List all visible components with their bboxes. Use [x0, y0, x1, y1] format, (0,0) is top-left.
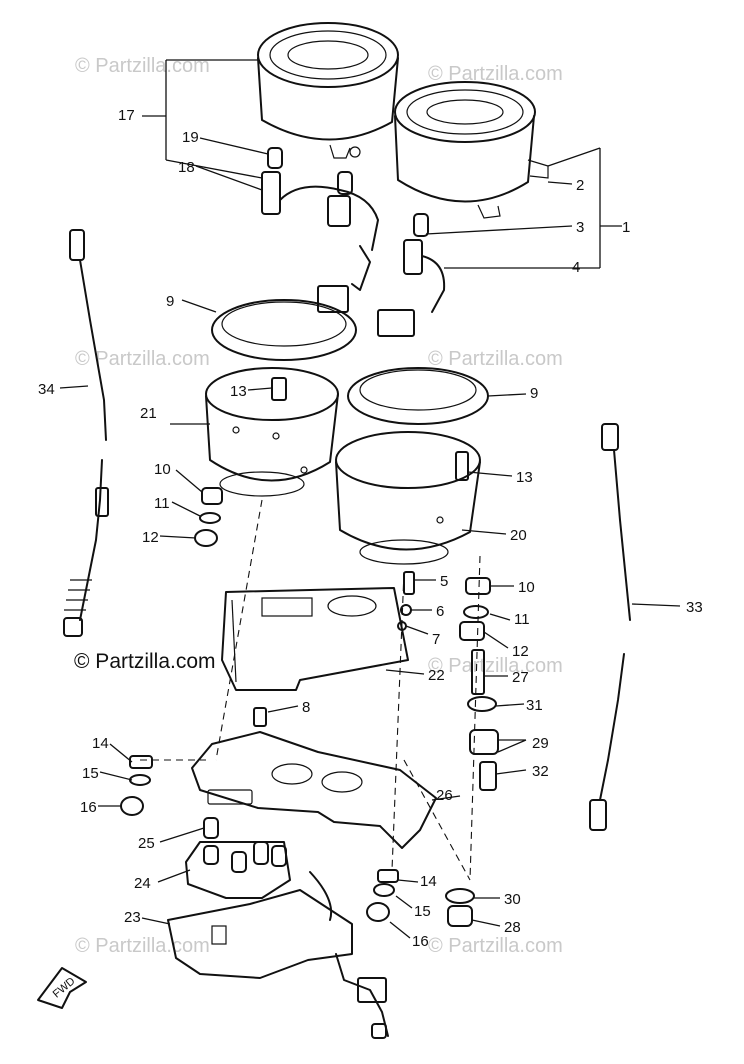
watermark: © Partzilla.com: [75, 348, 210, 370]
callout-2: 2: [576, 177, 584, 194]
callout-24: 24: [134, 875, 151, 892]
lower-right-grommets: [366, 869, 475, 927]
watermarks: © Partzilla.com © Partzilla.com © Partzi…: [75, 55, 563, 957]
watermark: © Partzilla.com: [428, 63, 563, 85]
watermark: © Partzilla.com: [75, 55, 210, 77]
gauge-bracket: [221, 587, 409, 691]
lower-left-grommets: [120, 755, 153, 816]
callout-26: 26: [436, 787, 453, 804]
callout-27: 27: [512, 669, 529, 686]
tachometer-gauge: [394, 81, 549, 219]
right-grommet-stack: [459, 577, 491, 641]
callouts: 1 2 3 4 5 6 7 8 9 9 10 10 11 11 12 12 13…: [38, 107, 703, 950]
tachometer-cable: [589, 423, 631, 831]
callout-33: 33: [686, 599, 703, 616]
tacho-bulb-sockets: [377, 213, 446, 337]
watermark: © Partzilla.com: [428, 655, 563, 677]
right-gauge-cover: [335, 367, 489, 565]
speedometer-gauge: [257, 22, 399, 159]
callout-5: 5: [440, 573, 448, 590]
assembly-guide-lines: [140, 499, 481, 881]
callout-14-left: 14: [92, 735, 109, 752]
callout-6: 6: [436, 603, 444, 620]
callout-4: 4: [572, 259, 580, 276]
callout-13-right: 13: [516, 469, 533, 486]
callout-18: 18: [178, 159, 195, 176]
callout-22: 22: [428, 667, 445, 684]
callout-11-left: 11: [154, 495, 170, 512]
callout-7: 7: [432, 631, 440, 648]
callout-10-right: 10: [518, 579, 535, 596]
callout-20: 20: [510, 527, 527, 544]
speedometer-cable: [63, 229, 109, 637]
bracket-fasteners: [397, 571, 415, 631]
speedo-bulb-sockets: [261, 147, 379, 313]
leader-lines: [59, 59, 681, 939]
callout-31: 31: [526, 697, 543, 714]
callout-14-right: 14: [420, 873, 437, 890]
callout-28: 28: [504, 919, 521, 936]
callout-19: 19: [182, 129, 199, 146]
left-grommet-stack: [194, 487, 223, 547]
copyright-label: © Partzilla.com: [74, 650, 216, 673]
indicator-plate: [191, 707, 437, 849]
callout-23: 23: [124, 909, 141, 926]
callout-11-right: 11: [514, 611, 530, 628]
callout-16-left: 16: [80, 799, 97, 816]
callout-12-left: 12: [142, 529, 159, 546]
watermark: © Partzilla.com: [428, 348, 563, 370]
callout-13-left: 13: [230, 383, 247, 400]
watermark: © Partzilla.com: [75, 935, 210, 957]
callout-8: 8: [302, 699, 310, 716]
callout-12-right: 12: [512, 643, 529, 660]
lower-cover: [167, 871, 389, 1039]
callout-9-right: 9: [530, 385, 538, 402]
callout-30: 30: [504, 891, 521, 908]
fwd-arrow-icon: FWD: [37, 967, 87, 1009]
callout-9-left: 9: [166, 293, 174, 310]
left-gauge-cover: [205, 299, 357, 497]
callout-15-right: 15: [414, 903, 431, 920]
callout-15-left: 15: [82, 765, 99, 782]
mount-bolt-stack: [467, 649, 499, 791]
callout-10-left: 10: [154, 461, 171, 478]
callout-3: 3: [576, 219, 584, 236]
callout-16-right: 16: [412, 933, 429, 950]
watermark: © Partzilla.com: [428, 935, 563, 957]
callout-34: 34: [38, 381, 55, 398]
indicator-light-housing: [185, 817, 291, 899]
callout-1: 1: [622, 219, 630, 236]
callout-17: 17: [118, 107, 135, 124]
callout-25: 25: [138, 835, 155, 852]
callout-29: 29: [532, 735, 549, 752]
callout-21: 21: [140, 405, 157, 422]
callout-32: 32: [532, 763, 549, 780]
